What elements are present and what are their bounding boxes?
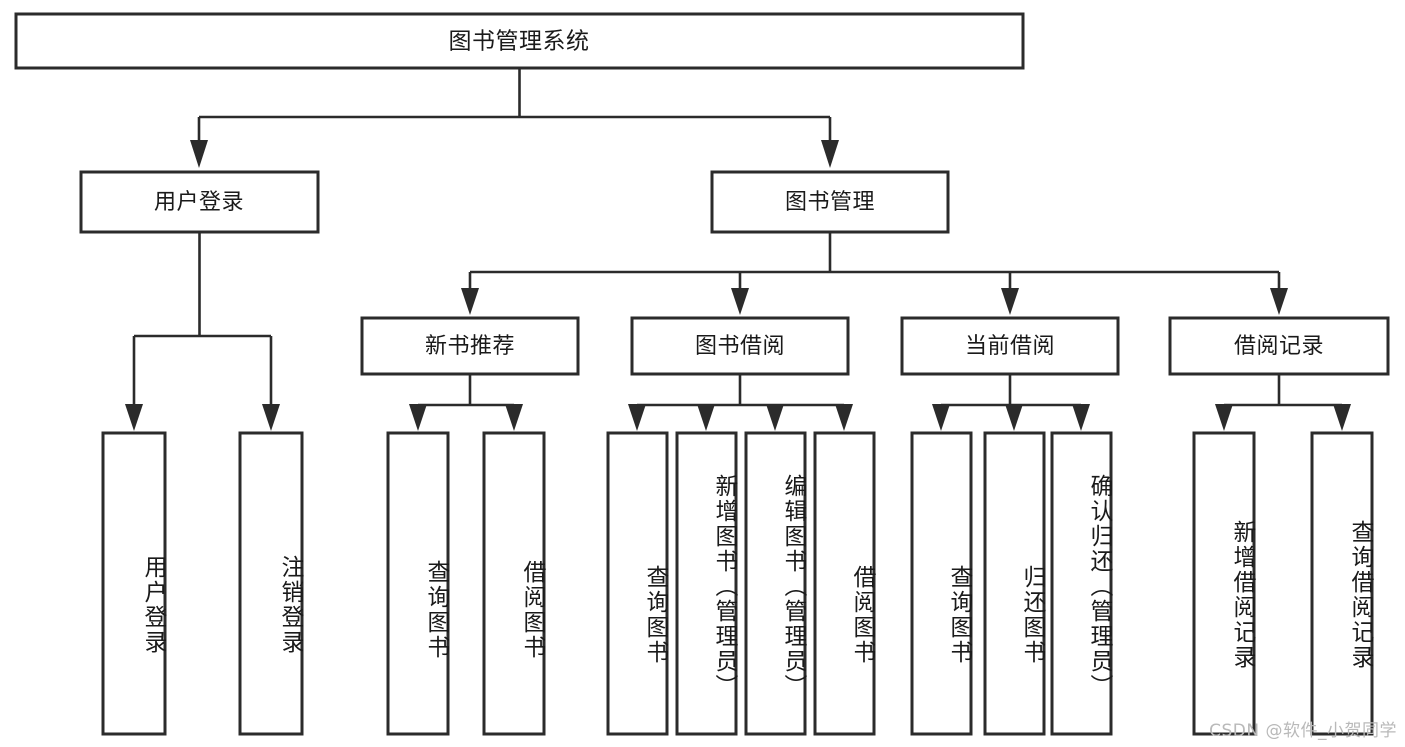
leaf-box-query-book-1[interactable] xyxy=(386,431,450,736)
node-current-borrow[interactable]: 当前借阅 xyxy=(900,316,1120,376)
leaf-boxes xyxy=(101,431,1374,736)
leaf-box-borrow-book-2[interactable] xyxy=(813,431,876,736)
node-new-book-recommend[interactable]: 新书推荐 xyxy=(360,316,580,376)
node-label-user-login: 用户登录 xyxy=(154,190,244,215)
leaf-box-user-login[interactable] xyxy=(101,431,167,736)
leaf-box-query-record[interactable] xyxy=(1310,431,1374,736)
connectors-currentborrow-to-leaves xyxy=(932,374,1090,431)
node-label-current-borrow: 当前借阅 xyxy=(965,334,1055,359)
leaf-box-add-book[interactable] xyxy=(675,431,738,736)
csdn-watermark: CSDN @软件_小贺同学 xyxy=(1209,721,1397,741)
leaf-box-confirm-return[interactable] xyxy=(1050,431,1113,736)
node-book-management[interactable]: 图书管理 xyxy=(710,170,950,234)
connectors-bookmgmt-to-level3 xyxy=(461,232,1288,315)
connectors-newbook-to-leaves xyxy=(409,374,523,431)
connectors-bookborrow-to-leaves xyxy=(628,374,853,431)
node-borrow-record[interactable]: 借阅记录 xyxy=(1168,316,1390,376)
leaf-box-query-book-3[interactable] xyxy=(910,431,973,736)
leaf-box-borrow-book-1[interactable] xyxy=(482,431,546,736)
node-user-login[interactable]: 用户登录 xyxy=(79,170,320,234)
leaf-box-add-record[interactable] xyxy=(1192,431,1256,736)
node-label-borrow-record: 借阅记录 xyxy=(1234,334,1324,359)
node-root-system[interactable]: 图书管理系统 xyxy=(14,12,1025,70)
node-label-book-borrow: 图书借阅 xyxy=(695,334,785,359)
node-book-borrow[interactable]: 图书借阅 xyxy=(630,316,850,376)
node-label-root: 图书管理系统 xyxy=(449,29,590,55)
connectors-userlogin-to-leaves xyxy=(125,232,280,431)
leaf-box-query-book-2[interactable] xyxy=(606,431,669,736)
leaf-box-edit-book[interactable] xyxy=(744,431,807,736)
connectors-root-to-level2 xyxy=(190,68,839,168)
node-label-new-book-recommend: 新书推荐 xyxy=(425,334,515,359)
connectors-borrowrecord-to-leaves xyxy=(1215,374,1351,431)
node-label-book-management: 图书管理 xyxy=(785,190,875,215)
leaf-box-return-book[interactable] xyxy=(983,431,1046,736)
leaf-box-logout[interactable] xyxy=(238,431,304,736)
